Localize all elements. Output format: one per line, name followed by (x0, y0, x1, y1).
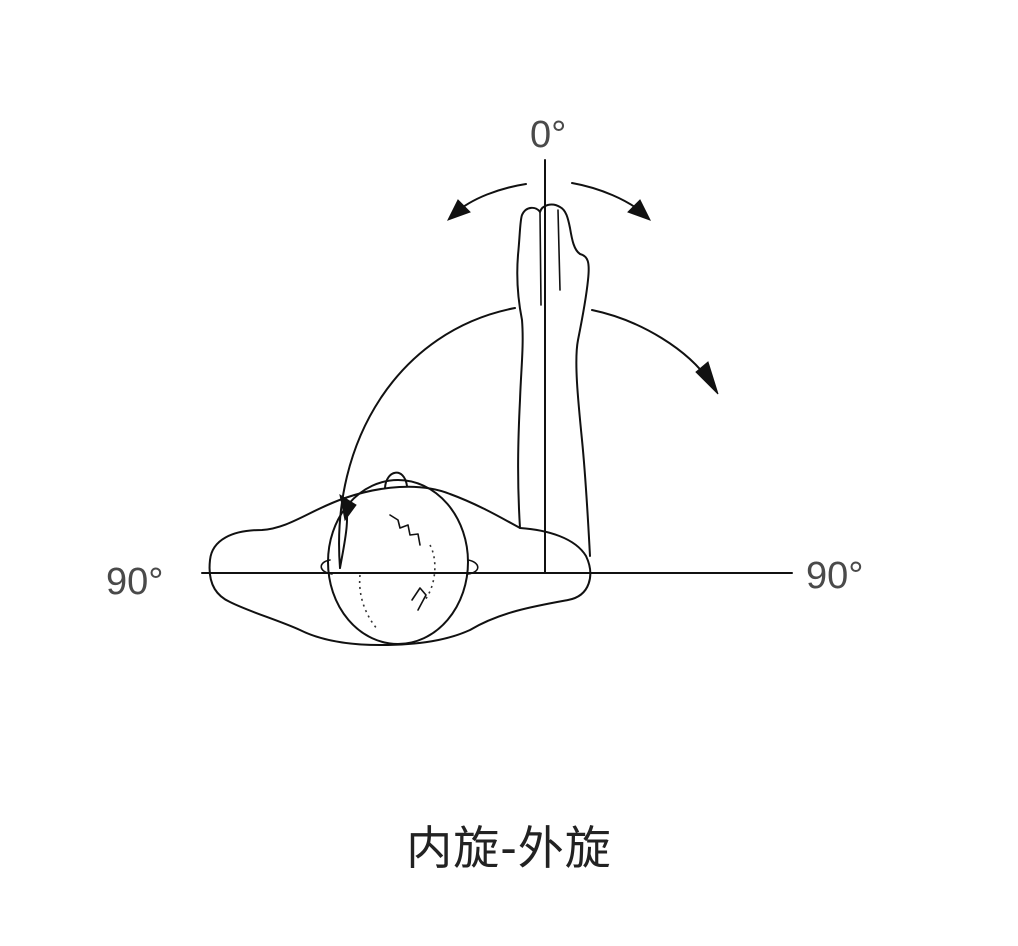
torso-outline (208, 485, 592, 646)
forearm-outline (516, 203, 591, 557)
shoulder-arrowhead (339, 493, 357, 522)
label-zero-degrees: 0° (530, 114, 566, 156)
top-right-arrowhead (627, 199, 652, 221)
ear-right (467, 559, 479, 575)
rotation-arc-internal (338, 307, 516, 569)
label-left-ninety-degrees: 90° (106, 561, 163, 603)
nose-outline (384, 471, 408, 489)
finger-lines (539, 209, 561, 306)
external-arrowhead (695, 361, 719, 395)
ear-detail (411, 587, 427, 611)
hair-detail (389, 514, 421, 546)
label-right-ninety-degrees: 90° (806, 555, 863, 597)
head-shading-left (358, 574, 379, 631)
figure-caption: 内旋-外旋 (406, 821, 612, 875)
rotation-arc-external (591, 309, 713, 386)
head-outline (327, 479, 469, 645)
ear-left (320, 559, 333, 575)
top-left-arrowhead (446, 199, 471, 221)
